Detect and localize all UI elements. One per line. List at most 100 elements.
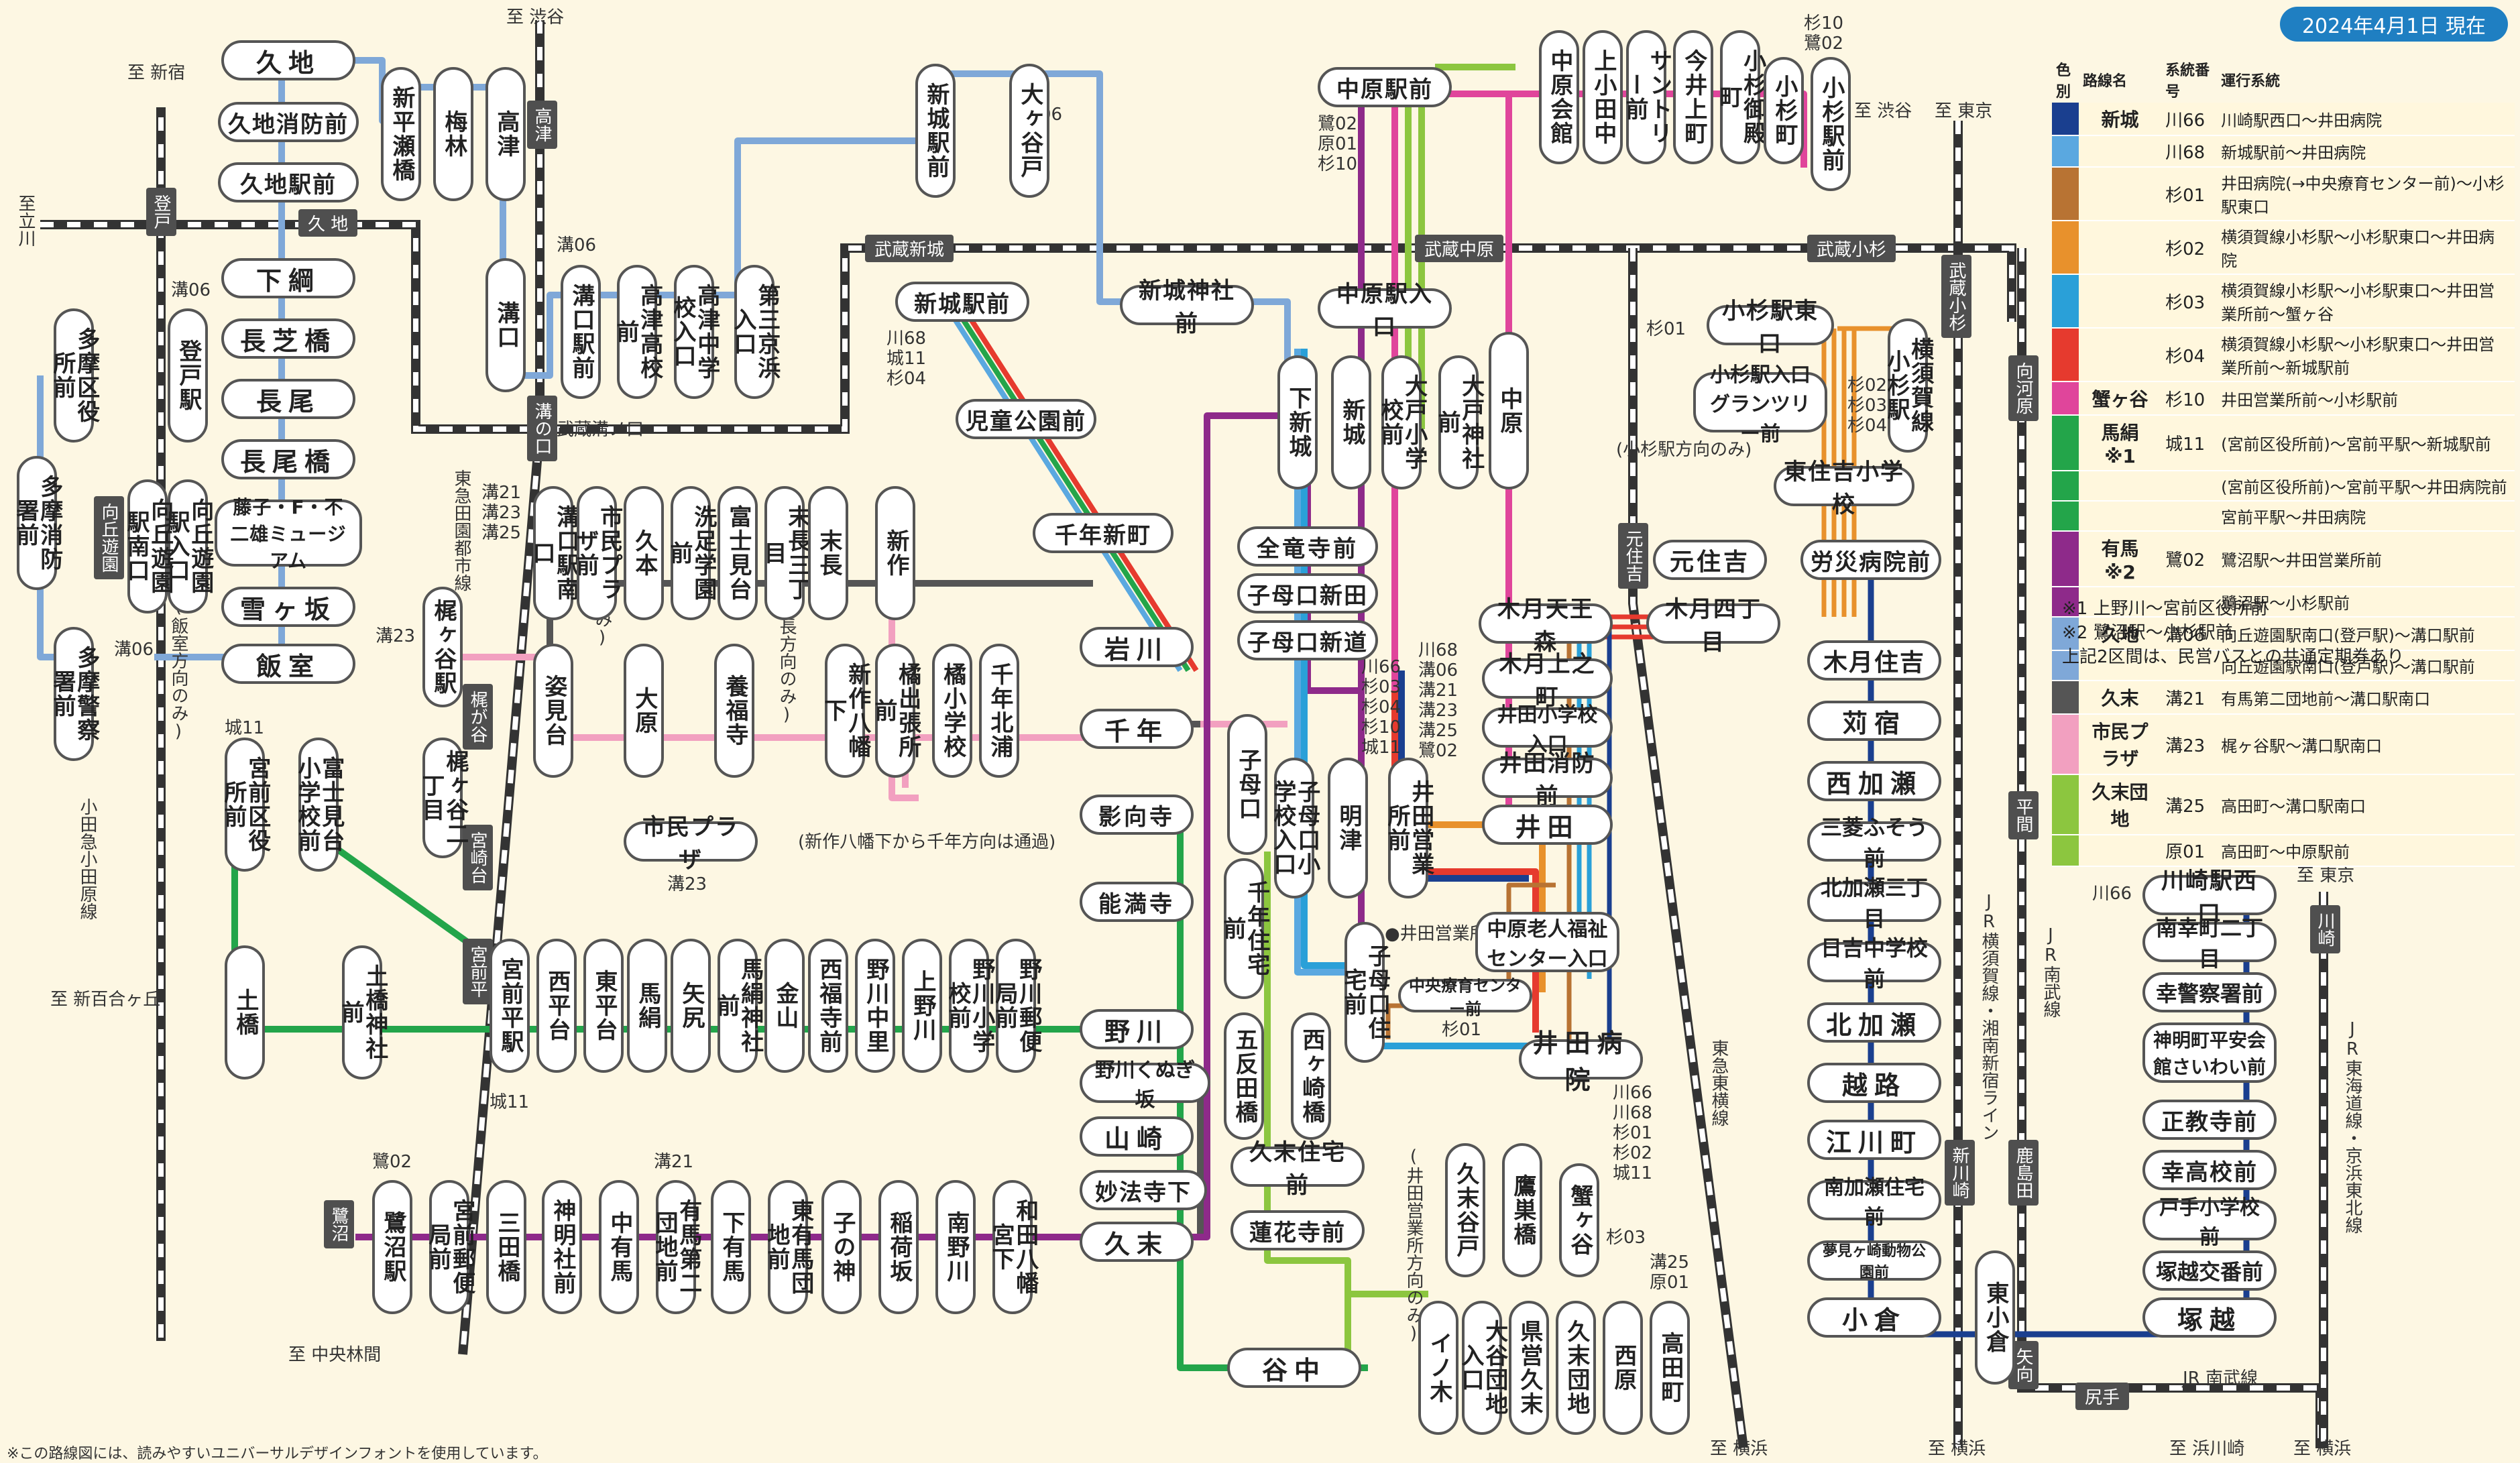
bus-stop[interactable]: 小杉駅前	[1811, 57, 1851, 191]
bus-stop[interactable]: 市民プラザ	[624, 814, 758, 874]
bus-stop[interactable]: 南加瀬住宅前	[1807, 1176, 1941, 1229]
bus-stop[interactable]: 中原会館	[1539, 30, 1579, 164]
bus-stop[interactable]: イノ木	[1418, 1301, 1458, 1435]
bus-stop[interactable]: 全竜寺前	[1237, 526, 1378, 567]
bus-stop[interactable]: 児童公園前	[956, 399, 1096, 439]
bus-stop[interactable]: 千年北浦	[979, 644, 1019, 778]
bus-stop[interactable]: 中原老人福祉センター入口	[1475, 912, 1619, 972]
bus-stop[interactable]: 井田小学校入口	[1482, 703, 1613, 756]
bus-stop[interactable]: 市民プラザ前	[572, 486, 623, 620]
bus-stop[interactable]: 富士見台小学校前	[294, 738, 345, 872]
bus-stop[interactable]: 木月天王森	[1479, 596, 1613, 656]
bus-stop[interactable]: 苅宿	[1807, 701, 1941, 741]
bus-stop[interactable]: 金山	[764, 939, 805, 1073]
bus-stop[interactable]: 野川	[1080, 1009, 1194, 1049]
bus-stop[interactable]: 梅林	[433, 67, 473, 201]
bus-stop[interactable]: 野川中里	[855, 939, 895, 1073]
bus-stop[interactable]: 東有馬団地前	[763, 1180, 814, 1314]
bus-stop[interactable]: 向丘遊園駅南口	[123, 479, 174, 613]
bus-stop[interactable]: 労災病院前	[1800, 540, 1941, 580]
bus-stop[interactable]: 戸手小学校前	[2142, 1196, 2277, 1249]
bus-stop[interactable]: 塚越	[2142, 1297, 2277, 1338]
bus-stop[interactable]: 上野川	[902, 939, 942, 1073]
bus-stop[interactable]: 塚越交番前	[2142, 1250, 2277, 1291]
bus-stop[interactable]: 久地	[221, 40, 355, 80]
bus-stop[interactable]: 西福寺前	[808, 939, 848, 1073]
bus-stop[interactable]: 下新城	[1277, 355, 1318, 489]
bus-stop[interactable]: 高津中学校入口	[669, 265, 720, 399]
bus-stop[interactable]: 梶ヶ谷二丁目	[418, 738, 469, 858]
bus-stop[interactable]: 長尾	[221, 379, 355, 419]
bus-stop[interactable]: 大戸小学校前	[1377, 355, 1428, 489]
bus-stop[interactable]: 山崎	[1080, 1116, 1194, 1157]
bus-stop[interactable]: 千年住宅前	[1219, 858, 1270, 999]
bus-stop[interactable]: 大戸神社前	[1434, 355, 1485, 489]
bus-stop[interactable]: 木月上之町	[1482, 651, 1613, 711]
bus-stop[interactable]: 三田橋	[486, 1180, 526, 1314]
bus-stop[interactable]: 藤子・F・不二雄ミュージアム	[215, 496, 362, 572]
bus-stop[interactable]: 川崎駅西口	[2142, 868, 2277, 927]
bus-stop[interactable]: 子母口	[1227, 714, 1267, 855]
bus-stop[interactable]: 第三京浜入口	[730, 265, 781, 399]
bus-stop[interactable]: 新城駅前	[915, 64, 956, 198]
bus-stop[interactable]: 蟹ヶ谷	[1559, 1163, 1599, 1277]
bus-stop[interactable]: 野川郵便局前	[991, 939, 1042, 1073]
bus-stop[interactable]: 野川くぬぎ坂	[1080, 1059, 1210, 1112]
bus-stop[interactable]: 鷺沼駅	[372, 1180, 412, 1314]
bus-stop[interactable]: 北加瀬三丁目	[1807, 875, 1941, 931]
bus-stop[interactable]: 橘出張所前	[870, 644, 921, 778]
bus-stop[interactable]: 幸警察署前	[2142, 972, 2277, 1012]
bus-stop[interactable]: 幸高校前	[2142, 1150, 2277, 1190]
bus-stop[interactable]: 明津	[1328, 758, 1368, 898]
bus-stop[interactable]: 子の神	[821, 1180, 862, 1314]
bus-stop[interactable]: 末長	[808, 486, 848, 620]
bus-stop[interactable]: 新作八幡下	[820, 644, 871, 778]
bus-stop[interactable]: 土橋神社前	[337, 945, 388, 1079]
bus-stop[interactable]: 末長三丁目	[760, 486, 811, 620]
bus-stop[interactable]: 大谷団地入口	[1457, 1301, 1508, 1435]
bus-stop[interactable]: 南幸町二丁目	[2142, 915, 2277, 972]
bus-stop[interactable]: 久末住宅前	[1230, 1139, 1365, 1199]
bus-stop[interactable]: 西平台	[536, 939, 577, 1073]
bus-stop[interactable]: 東住吉小学校	[1774, 459, 1914, 518]
bus-stop[interactable]: 長芝橋	[221, 318, 355, 359]
bus-stop[interactable]: 小杉町	[1764, 57, 1804, 164]
bus-stop[interactable]: 井田消防前	[1482, 750, 1613, 810]
bus-stop[interactable]: 中原駅入口	[1318, 281, 1452, 341]
bus-stop[interactable]: 東平台	[583, 939, 624, 1073]
bus-stop[interactable]: 西加瀬	[1807, 761, 1941, 801]
bus-stop[interactable]: 久末谷戸	[1445, 1143, 1485, 1277]
bus-stop[interactable]: 井田病院	[1519, 1029, 1643, 1095]
bus-stop[interactable]: 井田	[1482, 805, 1613, 845]
bus-stop[interactable]: 影向寺	[1080, 795, 1194, 835]
bus-stop[interactable]: 馬絹神社前	[713, 939, 764, 1073]
bus-stop[interactable]: 江川町	[1807, 1120, 1941, 1160]
bus-stop[interactable]: 子母口小学校入口	[1269, 758, 1320, 898]
bus-stop[interactable]: 夢見ヶ崎動物公園前	[1807, 1240, 1941, 1281]
bus-stop[interactable]: 高田町	[1650, 1301, 1690, 1435]
bus-stop[interactable]: 鷹巣橋	[1502, 1143, 1542, 1277]
bus-stop[interactable]: 久末団地	[1556, 1301, 1596, 1435]
bus-stop[interactable]: 高津	[485, 67, 526, 201]
bus-stop[interactable]: 西ヶ崎橋	[1291, 1012, 1331, 1140]
bus-stop[interactable]: 和田八幡宮下	[988, 1180, 1039, 1314]
bus-stop[interactable]: 雪ヶ坂	[221, 587, 355, 627]
bus-stop[interactable]: 野川小学校前	[944, 939, 995, 1073]
bus-stop[interactable]: 子母口新田	[1237, 573, 1378, 613]
bus-stop[interactable]: 洗足学園前	[666, 486, 717, 620]
bus-stop[interactable]: 中有馬	[599, 1180, 639, 1314]
bus-stop[interactable]: 正教寺前	[2142, 1100, 2277, 1140]
bus-stop[interactable]: 下有馬	[711, 1180, 751, 1314]
bus-stop[interactable]: 溝口	[485, 258, 526, 392]
bus-stop[interactable]: 久末	[1080, 1222, 1194, 1262]
bus-stop[interactable]: 小倉	[1807, 1297, 1941, 1338]
bus-stop[interactable]: 越路	[1807, 1063, 1941, 1103]
bus-stop[interactable]: 西原	[1603, 1301, 1643, 1435]
bus-stop[interactable]: 蓮花寺前	[1230, 1210, 1365, 1250]
bus-stop[interactable]: 登戸駅	[168, 308, 208, 443]
bus-stop[interactable]: 南野川	[935, 1180, 976, 1314]
bus-stop[interactable]: 馬絹	[627, 939, 667, 1073]
bus-stop[interactable]: 土橋	[225, 945, 265, 1079]
bus-stop[interactable]: 谷中	[1227, 1348, 1361, 1388]
bus-stop[interactable]: 有馬第二団地前	[651, 1180, 702, 1314]
